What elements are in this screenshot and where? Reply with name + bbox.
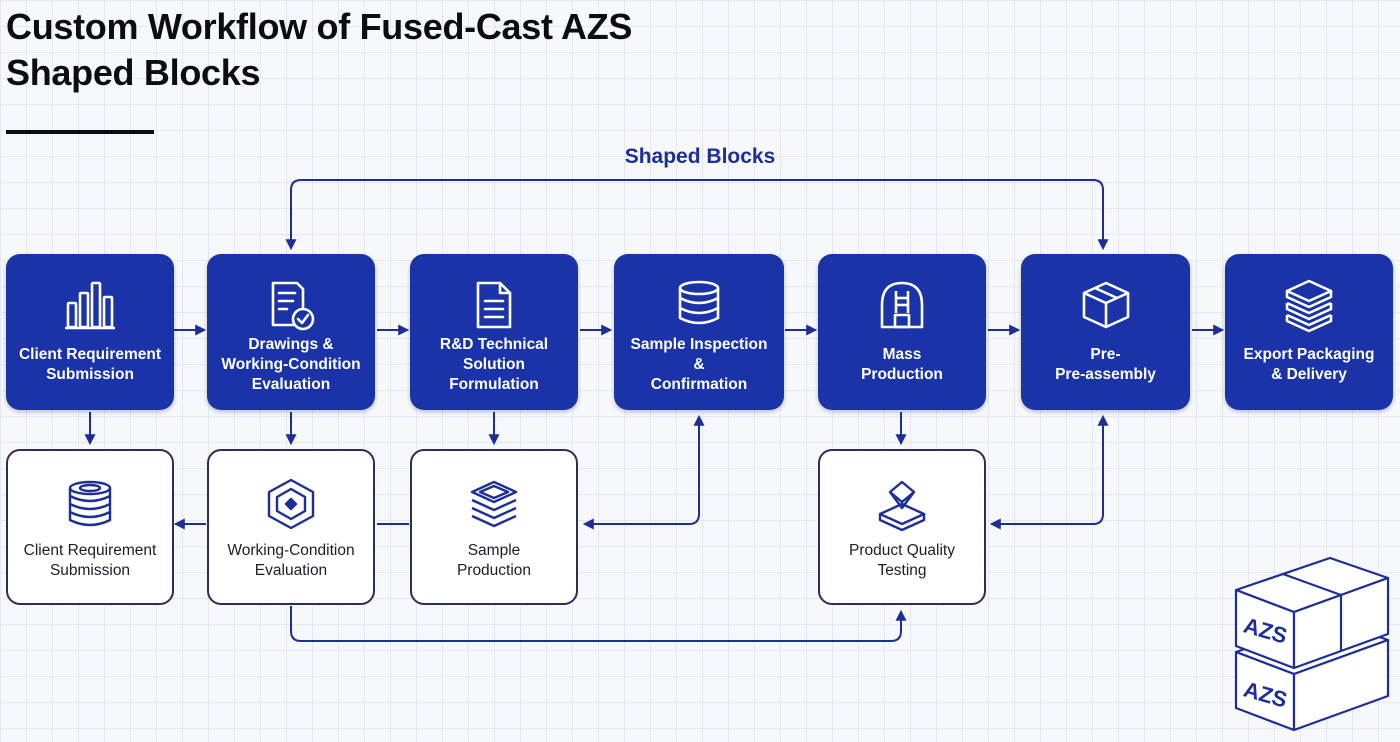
layers-icon <box>464 475 524 533</box>
step-export-delivery[interactable]: Export Packaging & Delivery <box>1225 254 1393 410</box>
document-icon <box>464 276 524 334</box>
sub-step-working-condition[interactable]: Working-Condition Evaluation <box>207 449 375 605</box>
step-label: Drawings & Working-Condition Evaluation <box>221 336 361 393</box>
sub-step-sample-production[interactable]: Sample Production <box>410 449 578 605</box>
sub-step-label: Client Requirement Submission <box>23 542 157 579</box>
step-label: Mass Production <box>861 346 943 383</box>
loop-label: Shaped Blocks <box>624 145 776 168</box>
arrow-confirm-to-sample <box>582 414 705 530</box>
diagram-title: Custom Workflow of Fused-Cast AZS Shaped… <box>6 4 632 96</box>
azs-blocks-illustration: AZS AZS <box>1234 556 1390 732</box>
open-box-icon <box>872 475 932 533</box>
step-label: Pre- Pre-assembly <box>1055 346 1156 383</box>
step-sample-inspection[interactable]: Sample Inspection & Confirmation <box>614 254 784 410</box>
furnace-icon <box>872 276 932 334</box>
stacked-layers-icon <box>1279 276 1339 334</box>
step-pre-assembly[interactable]: Pre- Pre-assembly <box>1021 254 1190 410</box>
hexagon-icon <box>261 475 321 533</box>
sub-step-label: Working-Condition Evaluation <box>227 542 355 579</box>
sub-step-client-requirement[interactable]: Client Requirement Submission <box>6 449 174 605</box>
step-client-requirement[interactable]: Client Requirement Submission <box>6 254 174 410</box>
sub-step-label: Product Quality Testing <box>849 542 955 579</box>
step-drawings-evaluation[interactable]: Drawings & Working-Condition Evaluation <box>207 254 375 410</box>
step-mass-production[interactable]: Mass Production <box>818 254 986 410</box>
checked-document-icon <box>261 276 321 334</box>
step-label: R&D Technical Solution Formulation <box>439 336 549 393</box>
title-line-2: Shaped Blocks <box>6 52 261 93</box>
sub-step-quality-testing[interactable]: Product Quality Testing <box>818 449 986 605</box>
step-label: Client Requirement Submission <box>18 346 162 383</box>
arrow-preassembly-to-testing <box>989 414 1109 530</box>
arrow-evaluation-to-testing <box>290 606 907 642</box>
disc-stack-icon <box>60 475 120 533</box>
step-label: Export Packaging & Delivery <box>1243 346 1375 383</box>
sub-step-label: Sample Production <box>456 542 532 579</box>
step-label: Sample Inspection & Confirmation <box>630 336 768 393</box>
step-rd-solution[interactable]: R&D Technical Solution Formulation <box>410 254 578 410</box>
database-stack-icon <box>669 276 729 334</box>
bar-chart-icon <box>60 276 120 334</box>
top-loop-connector <box>285 179 1109 251</box>
box-icon <box>1076 276 1136 334</box>
title-line-1: Custom Workflow of Fused-Cast AZS <box>6 6 633 47</box>
title-underline <box>6 130 154 134</box>
